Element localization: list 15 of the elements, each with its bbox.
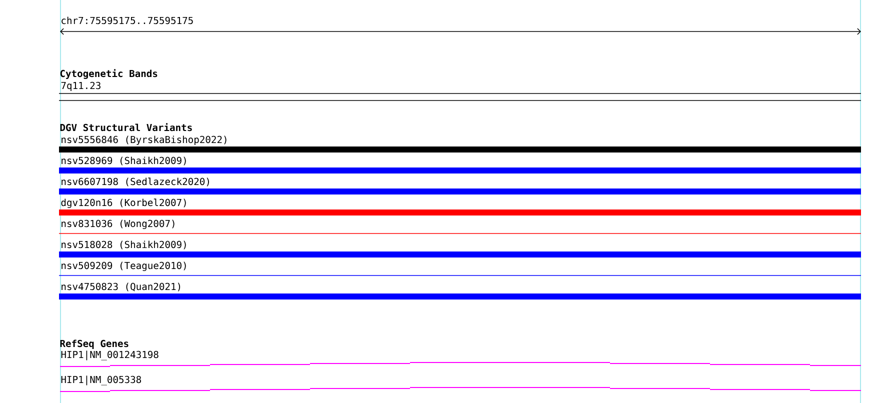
feature-label: HIP1|NM_001243198: [61, 350, 158, 360]
feature-label: nsv4750823 (Quan2021): [62, 282, 180, 292]
track-title: Cytogenetic Bands: [60, 69, 158, 79]
feature-label: dgv120n16 (Korbel2007): [61, 198, 186, 208]
feature-label: nsv518028 (Shaikh2009): [62, 240, 186, 250]
feature-label: 7q11.23: [61, 82, 100, 91]
track-title: RefSeq Genes: [60, 340, 128, 349]
feature-label: nsv528969 (Shaikh2009): [62, 156, 186, 166]
feature-label: nsv6607198 (Sedlazeck2020): [62, 178, 209, 186]
track-title: DGV Structural Variants: [60, 123, 192, 132]
feature-label: nsv5556846 (ByrskaBishop2022): [62, 136, 226, 145]
coordinate-label: chr7:75595175..75595175: [62, 16, 193, 24]
feature-label: HIP1|NM_005338: [61, 376, 141, 386]
feature-label: nsv509209 (Teague2010): [62, 262, 186, 272]
feature-label: nsv831036 (Wong2007): [62, 220, 174, 230]
